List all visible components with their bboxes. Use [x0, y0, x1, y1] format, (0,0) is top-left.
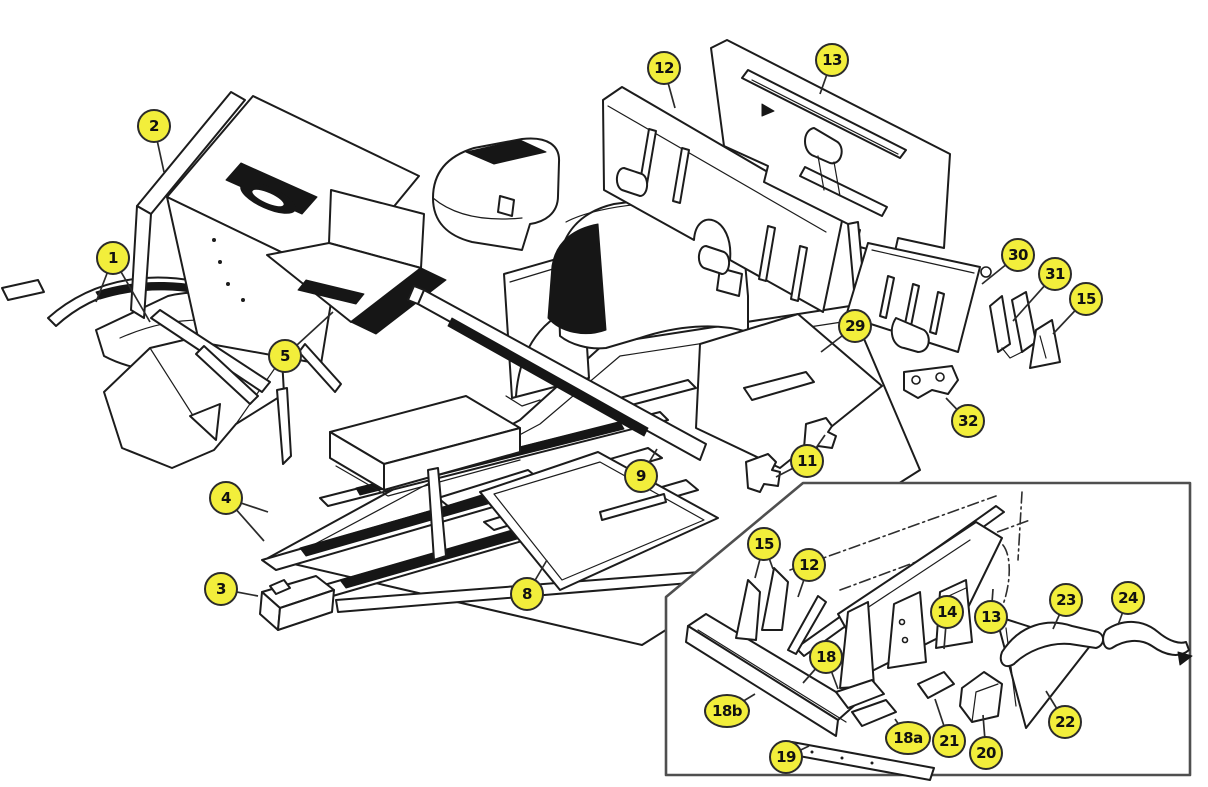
- callout-label: 32: [958, 412, 978, 430]
- part-32-bracket: [903, 365, 959, 399]
- callout-29: 29: [838, 309, 872, 343]
- callout-label: 18b: [711, 702, 743, 720]
- callout-inset-18a: 18a: [885, 721, 931, 755]
- callout-label: 11: [797, 452, 817, 470]
- callout-inset-23: 23: [1049, 583, 1083, 617]
- part-8-floor-panel: [479, 451, 719, 591]
- callout-inset-14: 14: [930, 595, 964, 629]
- callout-label: 13: [981, 608, 1001, 626]
- part-15-bracket: [1029, 319, 1061, 369]
- callout-inset-18b: 18b: [704, 694, 750, 728]
- callout-label: 5: [280, 347, 290, 365]
- inset-part-24-channel: [1102, 621, 1193, 666]
- callout-12: 12: [647, 51, 681, 85]
- callout-9: 9: [624, 459, 658, 493]
- callout-label: 22: [1055, 713, 1075, 731]
- callout-label: 14: [937, 603, 957, 621]
- inset-part-15-wedges: [735, 567, 789, 641]
- callout-4: 4: [209, 481, 243, 515]
- part-left-strip: [1, 279, 45, 301]
- part-gearbox-cowl: [432, 137, 561, 251]
- callout-label: 2: [149, 117, 159, 135]
- part-5-shelf: [266, 189, 447, 465]
- inset-part-18b-sill: [685, 613, 857, 737]
- callout-32: 32: [951, 404, 985, 438]
- callout-5: 5: [268, 339, 302, 373]
- inset-part-23-channel: [999, 621, 1104, 668]
- callout-label: 3: [216, 580, 226, 598]
- callout-label: 19: [776, 748, 796, 766]
- part-tunnel-cover: [547, 192, 749, 350]
- part-29-sound-mat: [695, 313, 883, 469]
- callout-label: 8: [522, 585, 532, 603]
- callout-label: 30: [1008, 246, 1028, 264]
- callout-30: 30: [1001, 238, 1035, 272]
- callout-label: 29: [845, 317, 865, 335]
- callout-1: 1: [96, 241, 130, 275]
- callout-8: 8: [510, 577, 544, 611]
- callout-13: 13: [815, 43, 849, 77]
- callout-3: 3: [204, 572, 238, 606]
- callout-inset-13: 13: [974, 600, 1008, 634]
- part-seat-base: [329, 395, 521, 561]
- callout-label: 20: [976, 744, 996, 762]
- callout-label: 9: [636, 467, 646, 485]
- callout-label: 13: [822, 51, 842, 69]
- inset-part-20-bracket: [959, 671, 1003, 723]
- part-13-rear-panel: [710, 39, 951, 257]
- inset-part-18a-bracket: [851, 699, 897, 727]
- callout-15: 15: [1069, 282, 1103, 316]
- callout-inset-12: 12: [792, 548, 826, 582]
- callout-label: 12: [799, 556, 819, 574]
- callout-31: 31: [1038, 257, 1072, 291]
- callout-label: 18: [816, 648, 836, 666]
- callout-label: 24: [1118, 589, 1138, 607]
- callout-11: 11: [790, 444, 824, 478]
- callout-inset-22: 22: [1048, 705, 1082, 739]
- callout-label: 4: [221, 489, 231, 507]
- callout-2: 2: [137, 109, 171, 143]
- callout-inset-21: 21: [932, 724, 966, 758]
- callout-inset-24: 24: [1111, 581, 1145, 615]
- callout-label: 12: [654, 59, 674, 77]
- part-12-heelboard: [602, 86, 844, 313]
- callout-label: 1: [108, 249, 118, 267]
- callout-inset-15: 15: [747, 527, 781, 561]
- callout-label: 18a: [893, 729, 923, 747]
- callout-inset-19: 19: [769, 740, 803, 774]
- callout-inset-20: 20: [969, 736, 1003, 770]
- callout-label: 15: [754, 535, 774, 553]
- callout-label: 31: [1045, 265, 1065, 283]
- part-3-crossmember: [259, 575, 335, 631]
- callout-label: 15: [1076, 290, 1096, 308]
- part-30-panel: [845, 242, 992, 353]
- callout-label: 21: [939, 732, 959, 750]
- inset-part-12-strip: [787, 595, 827, 655]
- callout-label: 23: [1056, 591, 1076, 609]
- inset-part-21-bracket: [917, 671, 955, 699]
- callout-inset-18: 18: [809, 640, 843, 674]
- part-9-crossmember-beam: [407, 285, 707, 461]
